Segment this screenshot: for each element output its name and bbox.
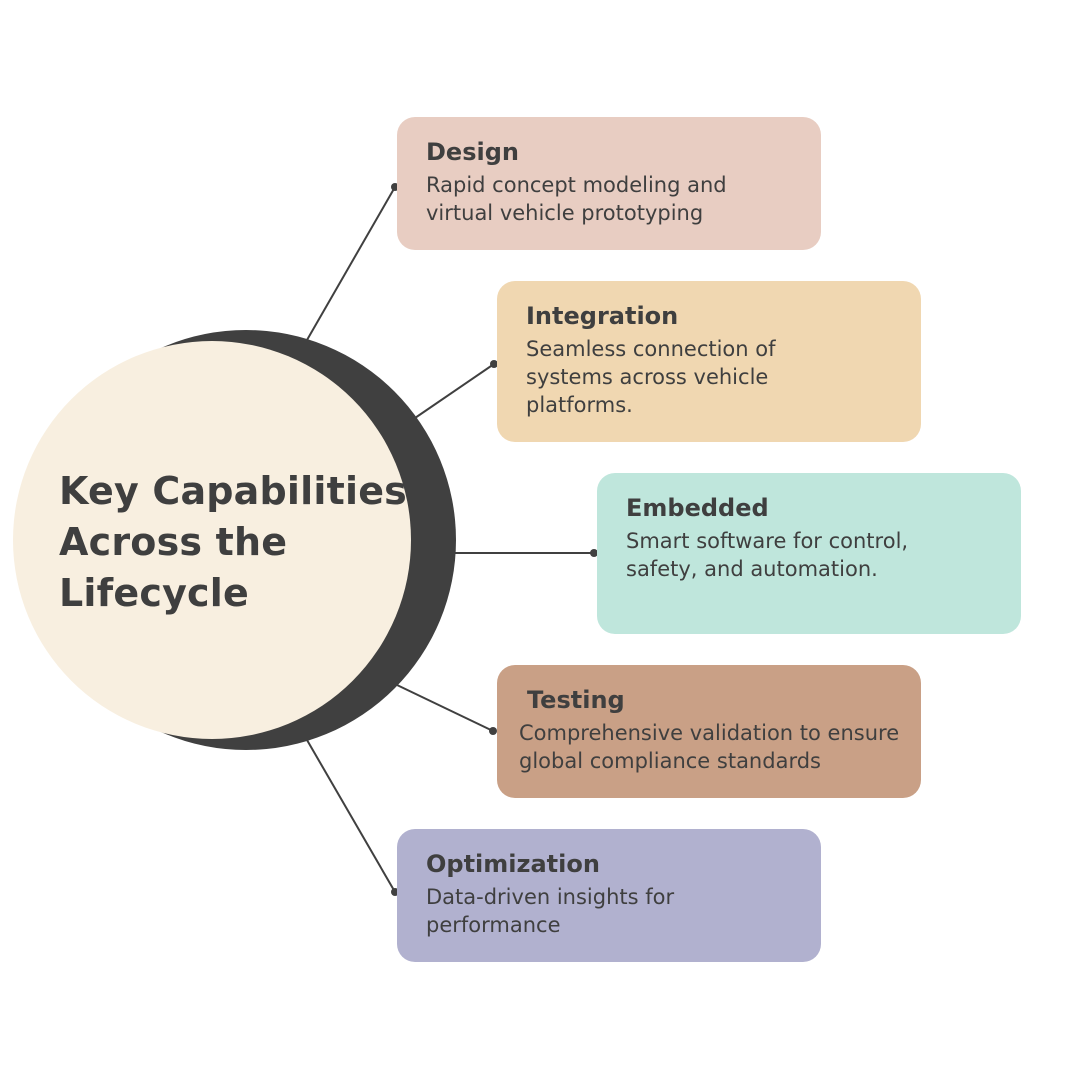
hub-title: Key Capabilities Across the Lifecycle bbox=[59, 466, 419, 619]
capability-description-line: Data-driven insights for bbox=[426, 885, 675, 909]
connector-design bbox=[306, 186, 396, 341]
capability-description-line: platforms. bbox=[526, 393, 633, 417]
capability-description: Seamless connection of systems across ve… bbox=[526, 335, 893, 419]
capability-description-line: safety, and automation. bbox=[626, 557, 878, 581]
connector-integration bbox=[414, 363, 495, 419]
capability-description-line: Comprehensive validation to ensure bbox=[519, 721, 900, 745]
connector-dot-integration bbox=[490, 360, 498, 368]
connector-dot-embedded bbox=[590, 549, 598, 557]
capability-title: Design bbox=[426, 138, 519, 166]
capability-title: Embedded bbox=[626, 494, 769, 522]
capability-description-line: performance bbox=[426, 913, 561, 937]
hub-title-line-3: Lifecycle bbox=[59, 571, 249, 615]
capability-description-line: systems across vehicle bbox=[526, 365, 769, 389]
capability-card-integration: Integration Seamless connection of syste… bbox=[497, 281, 921, 442]
capability-description: Comprehensive validation to ensure globa… bbox=[519, 719, 921, 775]
capability-title: Integration bbox=[526, 302, 679, 330]
capability-description-line: Rapid concept modeling and bbox=[426, 173, 727, 197]
hub-title-line-1: Key Capabilities bbox=[59, 469, 407, 513]
capability-description: Smart software for control, safety, and … bbox=[626, 527, 993, 583]
connector-testing bbox=[396, 684, 494, 732]
capability-card-optimization: Optimization Data-driven insights for pe… bbox=[397, 829, 821, 962]
capability-card-design: Design Rapid concept modeling and virtua… bbox=[397, 117, 821, 250]
connector-optimization bbox=[306, 739, 396, 893]
capability-title: Testing bbox=[527, 686, 625, 714]
capability-description-line: Smart software for control, bbox=[626, 529, 909, 553]
capability-description-line: Seamless connection of bbox=[526, 337, 776, 361]
capability-title: Optimization bbox=[426, 850, 600, 878]
capability-description: Rapid concept modeling and virtual vehic… bbox=[426, 171, 793, 227]
capability-card-embedded: Embedded Smart software for control, saf… bbox=[597, 473, 1021, 634]
capability-description-line: virtual vehicle prototyping bbox=[426, 201, 704, 225]
capability-description-line: global compliance standards bbox=[519, 749, 821, 773]
hub-title-line-2: Across the bbox=[59, 520, 288, 564]
capability-description: Data-driven insights for performance bbox=[426, 883, 793, 939]
hub-circle bbox=[13, 341, 411, 739]
capability-card-testing: Testing Comprehensive validation to ensu… bbox=[497, 665, 921, 798]
connector-dot-testing bbox=[489, 727, 497, 735]
